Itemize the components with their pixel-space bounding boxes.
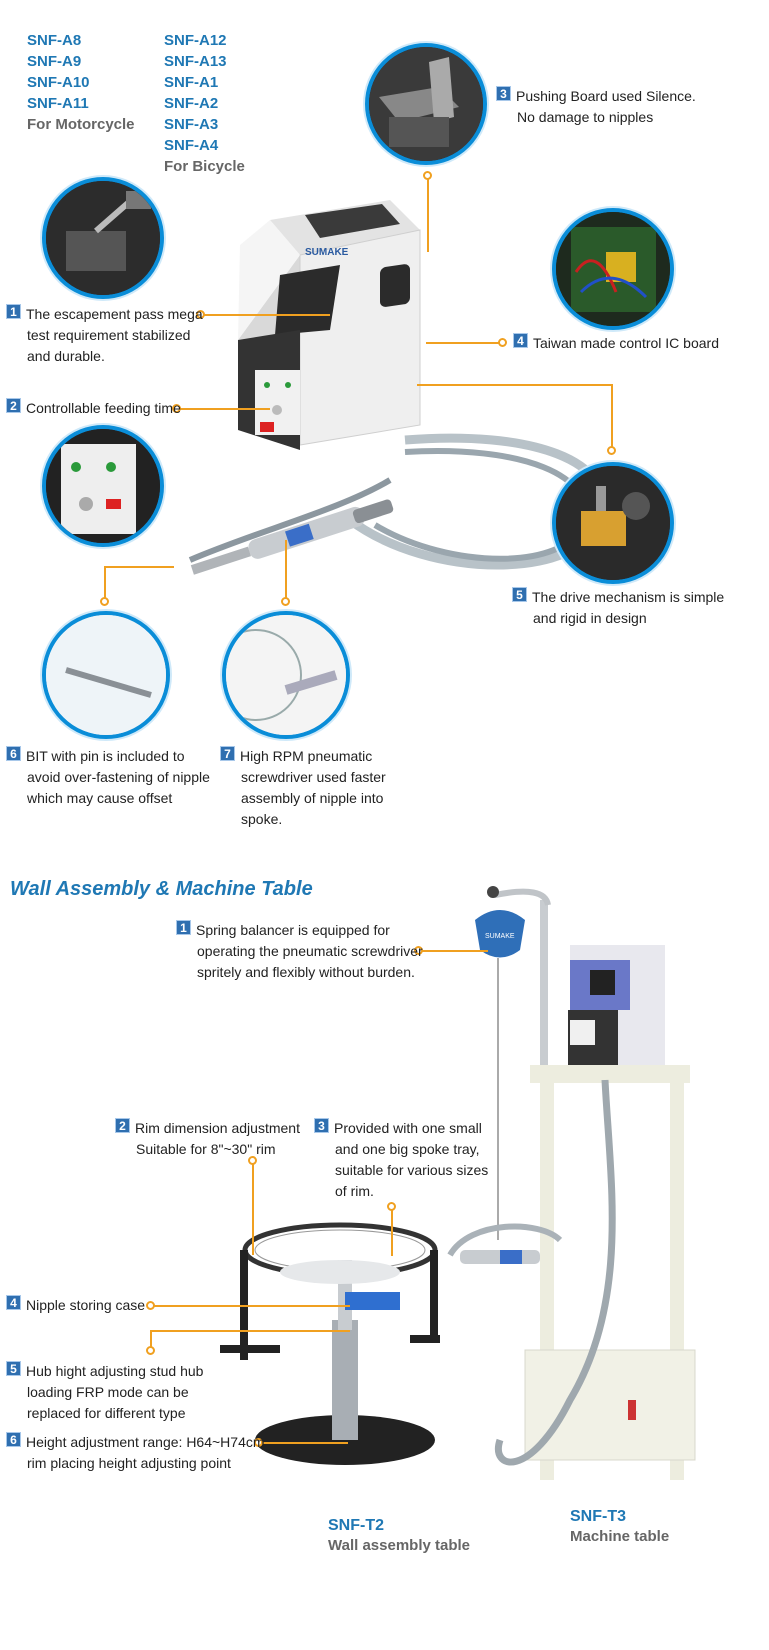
feature-line: BIT with pin is included to (26, 748, 185, 764)
feature-number: 6 (6, 746, 21, 761)
model-name: SNF-A9 (27, 53, 82, 70)
feature-number: 2 (6, 398, 21, 413)
bit-image (46, 615, 166, 735)
model-name: SNF-A10 (27, 74, 90, 91)
pushing-board-image (369, 47, 483, 161)
screwdriver-wheel-photo (222, 611, 350, 739)
feature-line: High RPM pneumatic (240, 748, 373, 764)
feature-line: and one big spoke tray, (335, 1141, 480, 1157)
model-name: SNF-A1 (164, 74, 219, 91)
feature-number: 3 (314, 1118, 329, 1133)
feature-number: 4 (6, 1295, 21, 1310)
feature-line: Taiwan made control IC board (533, 335, 719, 351)
feature-spring-balancer: 1 Spring balancer is equipped for operati… (176, 920, 423, 983)
feature-line: loading FRP mode can be (27, 1384, 189, 1400)
feature-bit-with-pin: 6 BIT with pin is included to avoid over-… (6, 746, 210, 809)
feature-number: 4 (513, 333, 528, 348)
feature-number: 6 (6, 1432, 21, 1447)
model-name: SNF-A8 (27, 32, 82, 49)
feature-line: No damage to nipples (517, 109, 654, 125)
feature-line: Rim dimension adjustment (135, 1120, 300, 1136)
feature-line: The escapement pass mega (26, 306, 203, 322)
control-panel-image (46, 429, 160, 543)
feature-line: Height adjustment range: H64~H74cm (26, 1434, 265, 1450)
feature-line: test requirement stabilized (27, 327, 191, 343)
feature-height-adjustment: 6 Height adjustment range: H64~H74cm rim … (6, 1432, 265, 1474)
feature-line: and rigid in design (533, 610, 647, 626)
model-name: SNF-A3 (164, 116, 219, 133)
snf-t2-model: SNF-T2 (328, 1517, 384, 1534)
feature-spoke-tray: 3 Provided with one small and one big spo… (314, 1118, 488, 1202)
model-note: For Bicycle (164, 158, 245, 175)
feature-line: of rim. (335, 1183, 374, 1199)
feature-line: assembly of nipple into (241, 790, 384, 806)
feature-line: avoid over-fastening of nipple (27, 769, 210, 785)
feature-line: which may cause offset (27, 790, 173, 806)
escapement-image (46, 181, 160, 295)
feature-line: Suitable for 8"~30" rim (136, 1141, 276, 1157)
model-note: For Motorcycle (27, 116, 135, 133)
pushing-board-photo (365, 43, 487, 165)
feature-number: 2 (115, 1118, 130, 1133)
model-name: SNF-A2 (164, 95, 219, 112)
feature-line: suitable for various sizes (335, 1162, 489, 1178)
feature-rim-dimension: 2 Rim dimension adjustment Suitable for 8… (115, 1118, 300, 1160)
feature-ic-board: 4 Taiwan made control IC board (513, 333, 719, 354)
feature-pneumatic-screwdriver: 7 High RPM pneumatic screwdriver used fas… (220, 746, 386, 830)
feature-drive-mechanism: 5 The drive mechanism is simple and rigid… (512, 587, 724, 629)
ic-board-image (556, 212, 670, 326)
feature-line: Pushing Board used Silence. (516, 88, 696, 104)
snf-t3-model: SNF-T3 (570, 1508, 626, 1525)
bit-with-pin-photo (42, 611, 170, 739)
section-title: Wall Assembly & Machine Table (10, 878, 313, 900)
feature-line: screwdriver used faster (241, 769, 386, 785)
feature-line: Hub hight adjusting stud hub (26, 1363, 204, 1379)
feature-escapement: 1 The escapement pass mega test requireme… (6, 304, 203, 367)
model-name: SNF-A12 (164, 32, 227, 49)
feature-feeding-time: 2 Controllable feeding time (6, 398, 181, 419)
drive-mechanism-photo (552, 462, 674, 584)
model-name: SNF-A11 (27, 95, 89, 112)
balancer-brand: SUMAKE (485, 933, 515, 940)
feature-line: Controllable feeding time (26, 400, 181, 416)
feature-line: spoke. (241, 811, 283, 827)
drive-mechanism-image (556, 466, 670, 580)
escapement-photo (42, 177, 164, 299)
wheel-assembly-image (226, 615, 346, 735)
snf-t2-name: Wall assembly table (328, 1537, 471, 1554)
feature-line: replaced for different type (27, 1405, 186, 1421)
control-panel-photo (42, 425, 164, 547)
brand-label: SUMAKE (305, 247, 349, 258)
feature-line: The drive mechanism is simple (532, 589, 725, 605)
feature-number: 3 (496, 86, 511, 101)
model-list-motorcycle: SNF-A8 SNF-A9 SNF-A10 SNF-A11 For Motorc… (27, 30, 135, 135)
feature-hub-height: 5 Hub hight adjusting stud hub loading FR… (6, 1361, 203, 1424)
model-name: SNF-A4 (164, 137, 219, 154)
feature-number: 1 (176, 920, 191, 935)
feature-line: Nipple storing case (26, 1297, 146, 1313)
feature-line: Provided with one small (334, 1120, 482, 1136)
feature-nipple-storing-case: 4 Nipple storing case (6, 1295, 145, 1316)
model-list-bicycle: SNF-A12 SNF-A13 SNF-A1 SNF-A2 SNF-A3 SNF… (164, 30, 245, 177)
feature-number: 1 (6, 304, 21, 319)
model-name: SNF-A13 (164, 53, 227, 70)
feature-line: Spring balancer is equipped for (196, 922, 390, 938)
feature-number: 5 (6, 1361, 21, 1376)
snf-t3-name: Machine table (570, 1528, 670, 1545)
wall-assembly-and-machine-table-illustration: SUMAKE (220, 886, 696, 1480)
feature-line: operating the pneumatic screwdriver (197, 943, 423, 959)
feature-number: 5 (512, 587, 527, 602)
feature-pushing-board: 3 Pushing Board used Silence. No damage t… (496, 86, 696, 128)
nipple-machine-illustration: SUMAKE (188, 200, 608, 575)
feature-line: and durable. (27, 348, 105, 364)
feature-line: spritely and flexibly without burden. (197, 964, 415, 980)
feature-number: 7 (220, 746, 235, 761)
control-ic-board-photo (552, 208, 674, 330)
feature-line: rim placing height adjusting point (27, 1455, 231, 1471)
